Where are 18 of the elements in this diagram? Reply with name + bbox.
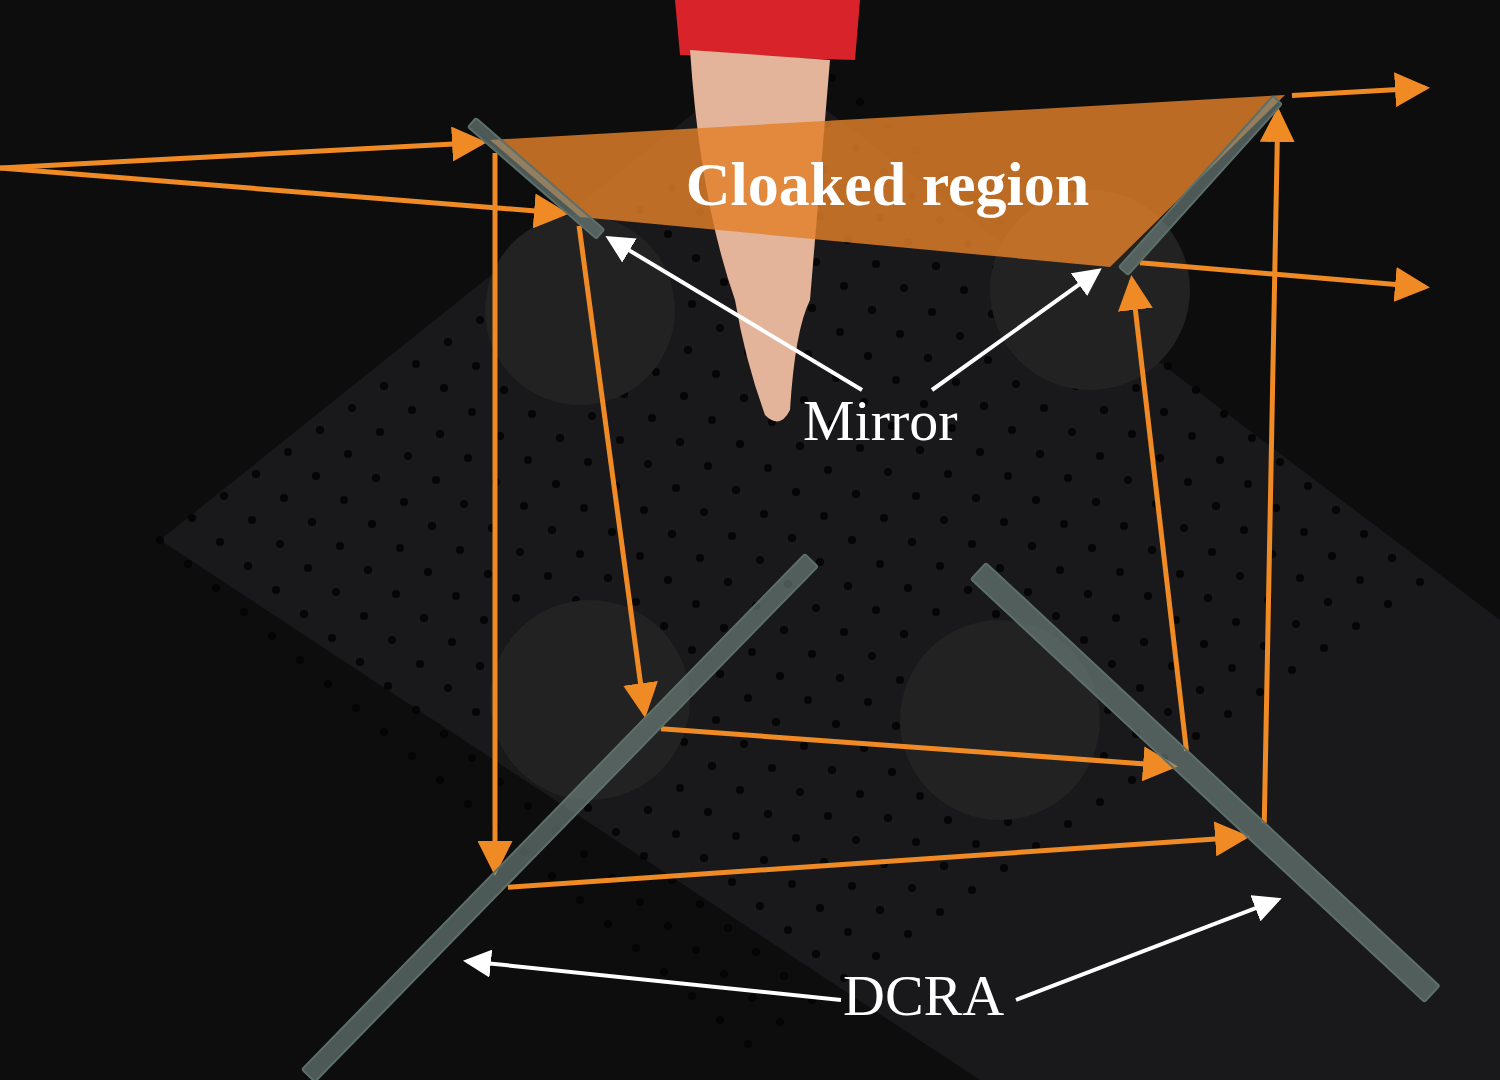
light-ray: [507, 821, 1250, 890]
light-ray: [660, 726, 1178, 782]
light-ray: [0, 165, 569, 229]
light-ray: [1259, 107, 1295, 824]
light-ray: [576, 225, 658, 719]
leader-line: [1015, 895, 1282, 1002]
part-label: DCRA: [843, 963, 1005, 1029]
light-ray: [1118, 275, 1189, 752]
leader-line: [930, 268, 1102, 392]
cloaked-region: [490, 95, 1285, 273]
light-ray: [0, 126, 487, 171]
light-ray: [1291, 72, 1430, 108]
leader-line: [462, 949, 842, 1002]
light-ray: [477, 153, 513, 876]
leader-line: [605, 236, 864, 392]
part-label: Mirror: [803, 388, 958, 454]
region-label: Cloaked region: [685, 148, 1090, 220]
light-ray: [1139, 260, 1430, 302]
